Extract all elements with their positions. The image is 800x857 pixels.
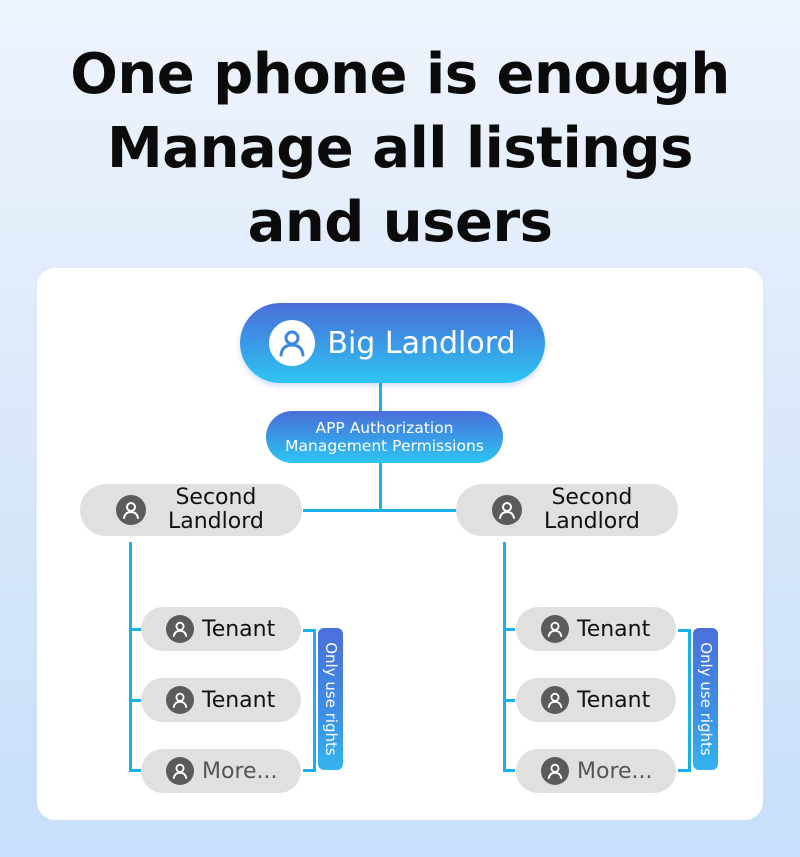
bracket-left-vertical	[313, 629, 316, 772]
node-more: More...	[141, 749, 301, 793]
person-icon	[116, 495, 146, 525]
auth-line-2: Management Permissions	[285, 437, 484, 455]
headline: One phone is enough Manage all listings …	[0, 38, 800, 260]
connector-right-tick-2	[503, 699, 515, 702]
headline-line-1: One phone is enough	[70, 42, 730, 107]
bracket-right-bottom	[678, 769, 691, 772]
rights-badge-right: Only use rights	[693, 628, 718, 770]
node-label: Tenant	[577, 616, 651, 642]
node-label: Tenant	[577, 687, 651, 713]
node-tenant: Tenant	[141, 678, 301, 722]
node-tenant: Tenant	[516, 678, 676, 722]
auth-line-1: APP Authorization	[315, 419, 454, 437]
bracket-right-vertical	[688, 629, 691, 772]
node-label: Big Landlord	[327, 325, 516, 361]
node-label: Tenant	[202, 687, 276, 713]
node-app-authorization: APP Authorization Management Permissions	[266, 411, 503, 463]
connector-left-vertical	[129, 542, 132, 772]
connector-left-tick-2	[129, 699, 141, 702]
person-icon	[541, 615, 569, 643]
node-label: Second Landlord	[168, 485, 264, 534]
connector-right-tick-3	[503, 769, 515, 772]
bracket-left-bottom	[303, 769, 316, 772]
person-icon	[269, 320, 316, 366]
node-more: More...	[516, 749, 676, 793]
person-icon	[541, 757, 569, 785]
headline-line-3: and users	[247, 190, 553, 255]
node-tenant: Tenant	[141, 607, 301, 651]
person-icon	[541, 686, 569, 714]
person-icon	[166, 686, 194, 714]
node-second-landlord-right: Second Landlord	[456, 484, 678, 536]
connector-left-tick-3	[129, 769, 141, 772]
connector-auth-to-branches	[379, 463, 382, 511]
connector-right-vertical	[503, 542, 506, 772]
node-label: More...	[577, 758, 653, 784]
node-label: Tenant	[202, 616, 276, 642]
bracket-right-top	[678, 629, 691, 632]
rights-badge-left: Only use rights	[318, 628, 343, 770]
connector-right-tick-1	[503, 628, 515, 631]
person-icon	[166, 615, 194, 643]
person-icon	[166, 757, 194, 785]
node-second-landlord-left: Second Landlord	[80, 484, 302, 536]
node-big-landlord: Big Landlord	[240, 303, 545, 383]
connector-left-tick-1	[129, 628, 141, 631]
node-label: More...	[202, 758, 278, 784]
node-label: Second Landlord	[544, 485, 640, 534]
connector-root-to-auth	[379, 383, 382, 411]
node-tenant: Tenant	[516, 607, 676, 651]
headline-line-2: Manage all listings	[107, 116, 693, 181]
connector-horizontal	[303, 509, 457, 512]
bracket-left-top	[303, 629, 316, 632]
person-icon	[492, 495, 522, 525]
